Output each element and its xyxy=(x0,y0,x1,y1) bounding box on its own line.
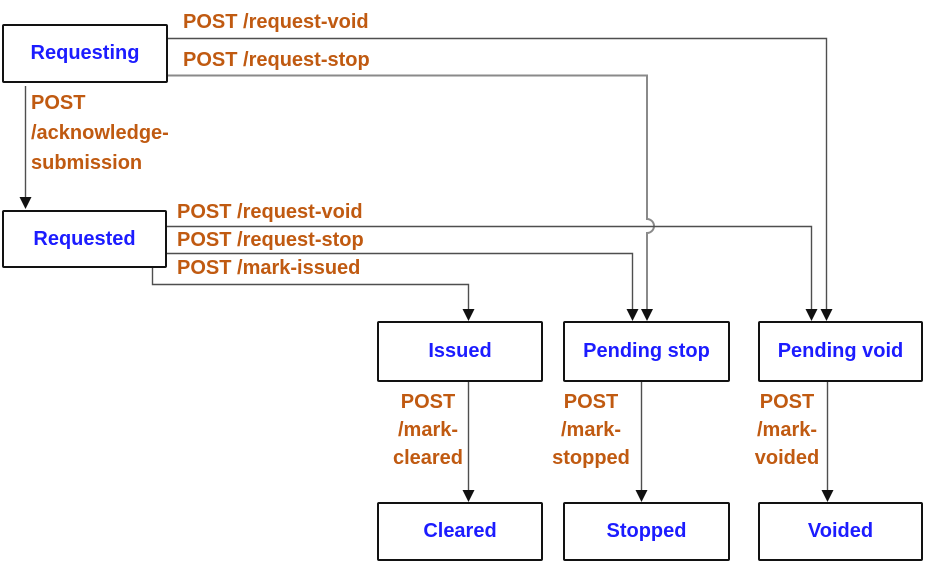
arrowhead xyxy=(805,309,818,321)
arrowhead xyxy=(462,490,475,502)
state-pending-stop-label: Pending stop xyxy=(583,340,710,362)
edge-label-mark-voided: POST /mark- voided xyxy=(754,391,820,469)
state-voided-label: Voided xyxy=(807,520,874,542)
edge-label-requested-request-stop: POST /request-stop xyxy=(177,229,364,251)
state-pending-void: Pending void xyxy=(758,321,923,382)
edge-requested-to-pending-stop xyxy=(167,252,634,313)
state-cleared: Cleared xyxy=(377,502,543,561)
state-requesting-label: Requesting xyxy=(30,42,140,64)
edge-requested-to-pending-void xyxy=(167,225,813,313)
edge-requesting-to-pending-void xyxy=(168,37,828,313)
edge-requested-to-issued xyxy=(151,268,470,313)
edge-label-requesting-request-void: POST /request-void xyxy=(183,11,369,33)
state-issued-label: Issued xyxy=(428,340,492,362)
state-pending-stop: Pending stop xyxy=(563,321,730,382)
state-requested: Requested xyxy=(2,210,167,268)
edge-label-mark-cleared: POST /mark- cleared xyxy=(392,391,464,469)
edge-label-mark-issued: POST /mark-issued xyxy=(177,257,361,279)
state-issued: Issued xyxy=(377,321,543,382)
edge-label-requested-request-void: POST /request-void xyxy=(177,201,363,223)
edge-requesting-to-pending-stop xyxy=(168,74,655,313)
arrowhead xyxy=(626,309,639,321)
state-stopped: Stopped xyxy=(563,502,730,561)
arrowhead xyxy=(19,197,32,209)
edge-label-acknowledge-submission: POST /acknowledge- submission xyxy=(31,92,169,174)
edge-label-requesting-request-stop: POST /request-stop xyxy=(183,49,370,71)
edge-label-mark-stopped: POST /mark- stopped xyxy=(552,391,630,469)
state-pending-void-label: Pending void xyxy=(777,340,904,362)
state-requested-label: Requested xyxy=(33,227,136,250)
state-requesting: Requesting xyxy=(2,24,168,83)
state-cleared-label: Cleared xyxy=(423,520,497,542)
state-stopped-label: Stopped xyxy=(606,520,687,542)
arrowhead xyxy=(641,309,653,321)
arrowhead xyxy=(820,309,833,321)
arrowhead xyxy=(635,490,648,502)
arrowhead xyxy=(821,490,834,502)
state-voided: Voided xyxy=(758,502,923,561)
arrowhead xyxy=(462,309,475,321)
